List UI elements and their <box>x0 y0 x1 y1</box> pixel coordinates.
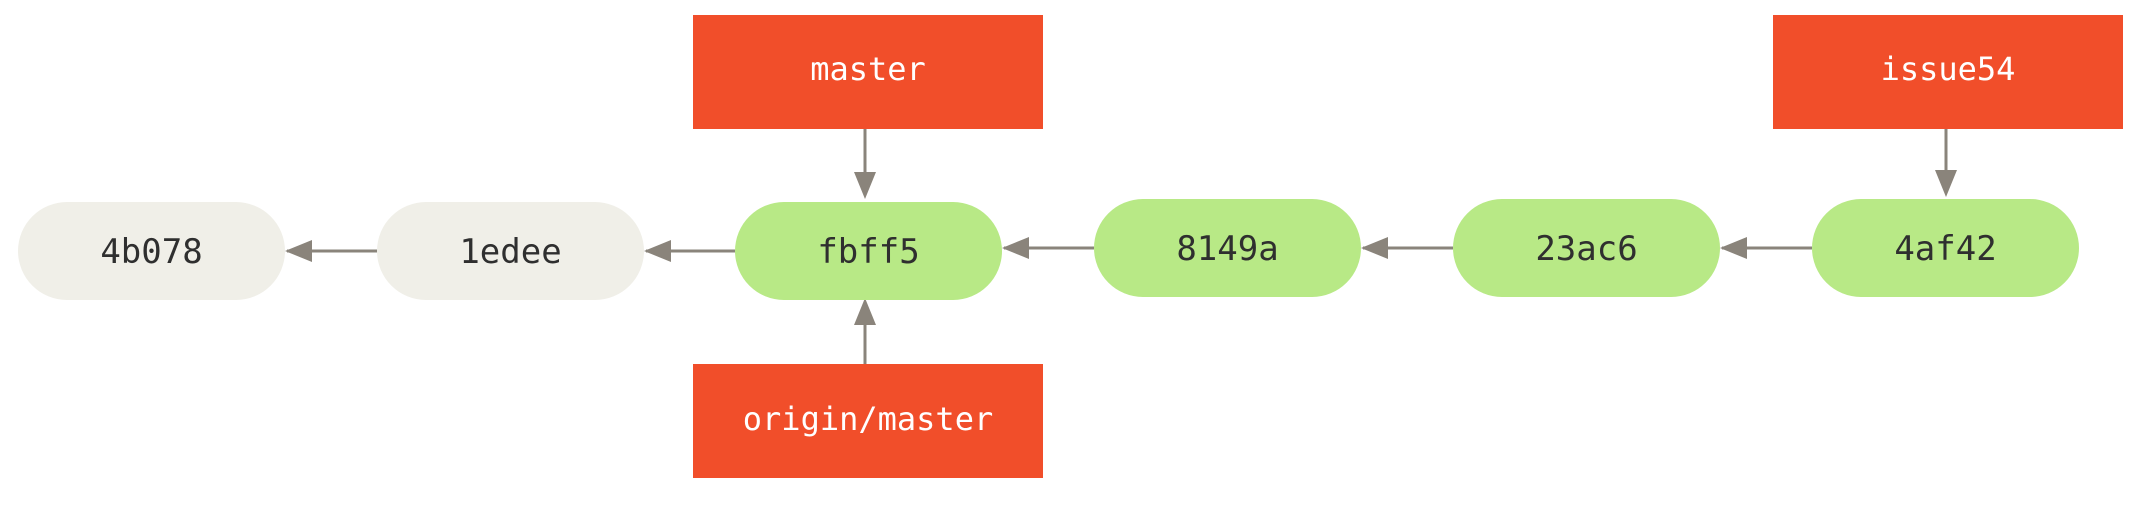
arrowhead-left-icon <box>1361 237 1388 259</box>
branch-box <box>693 364 1043 478</box>
arrowhead-left-icon <box>285 240 312 262</box>
arrowhead-down-icon <box>1935 170 1957 197</box>
commit-node <box>377 202 644 300</box>
commit-label: 23ac6 <box>1535 229 1637 269</box>
commit-label: 8149a <box>1176 229 1278 269</box>
commit-arrowheads <box>285 237 1747 262</box>
commit-label: 4af42 <box>1894 229 1996 269</box>
commit-node <box>735 202 1002 300</box>
arrowhead-left-icon <box>644 240 671 262</box>
commit-node <box>18 202 285 300</box>
arrowhead-up-icon <box>854 298 876 325</box>
arrowhead-left-icon <box>1002 237 1029 259</box>
commit-label: fbff5 <box>817 232 919 272</box>
commit-label: 4b078 <box>100 232 202 272</box>
commit-8149a: 8149a <box>1094 199 1361 297</box>
commit-1edee: 1edee <box>377 202 644 300</box>
branch-arrowheads <box>854 170 1957 325</box>
branch-master: master <box>693 15 1043 129</box>
commit-node <box>1094 199 1361 297</box>
commit-node <box>1812 199 2079 297</box>
branch-box <box>1773 15 2123 129</box>
commit-fbff5: fbff5 <box>735 202 1002 300</box>
branch-label: master <box>810 50 926 88</box>
branch-box <box>693 15 1043 129</box>
branch-origin-master: origin/master <box>693 364 1043 478</box>
arrowhead-down-icon <box>854 172 876 199</box>
branch-arrows <box>863 129 1948 364</box>
commit-23ac6: 23ac6 <box>1453 199 1720 297</box>
branch-issue54: issue54 <box>1773 15 2123 129</box>
commit-label: 1edee <box>459 232 561 272</box>
commit-4af42: 4af42 <box>1812 199 2079 297</box>
commit-node <box>1453 199 1720 297</box>
commit-4b078: 4b078 <box>18 202 285 300</box>
branch-label: issue54 <box>1881 50 2016 88</box>
arrowhead-left-icon <box>1720 237 1747 259</box>
branch-label: origin/master <box>743 400 993 438</box>
